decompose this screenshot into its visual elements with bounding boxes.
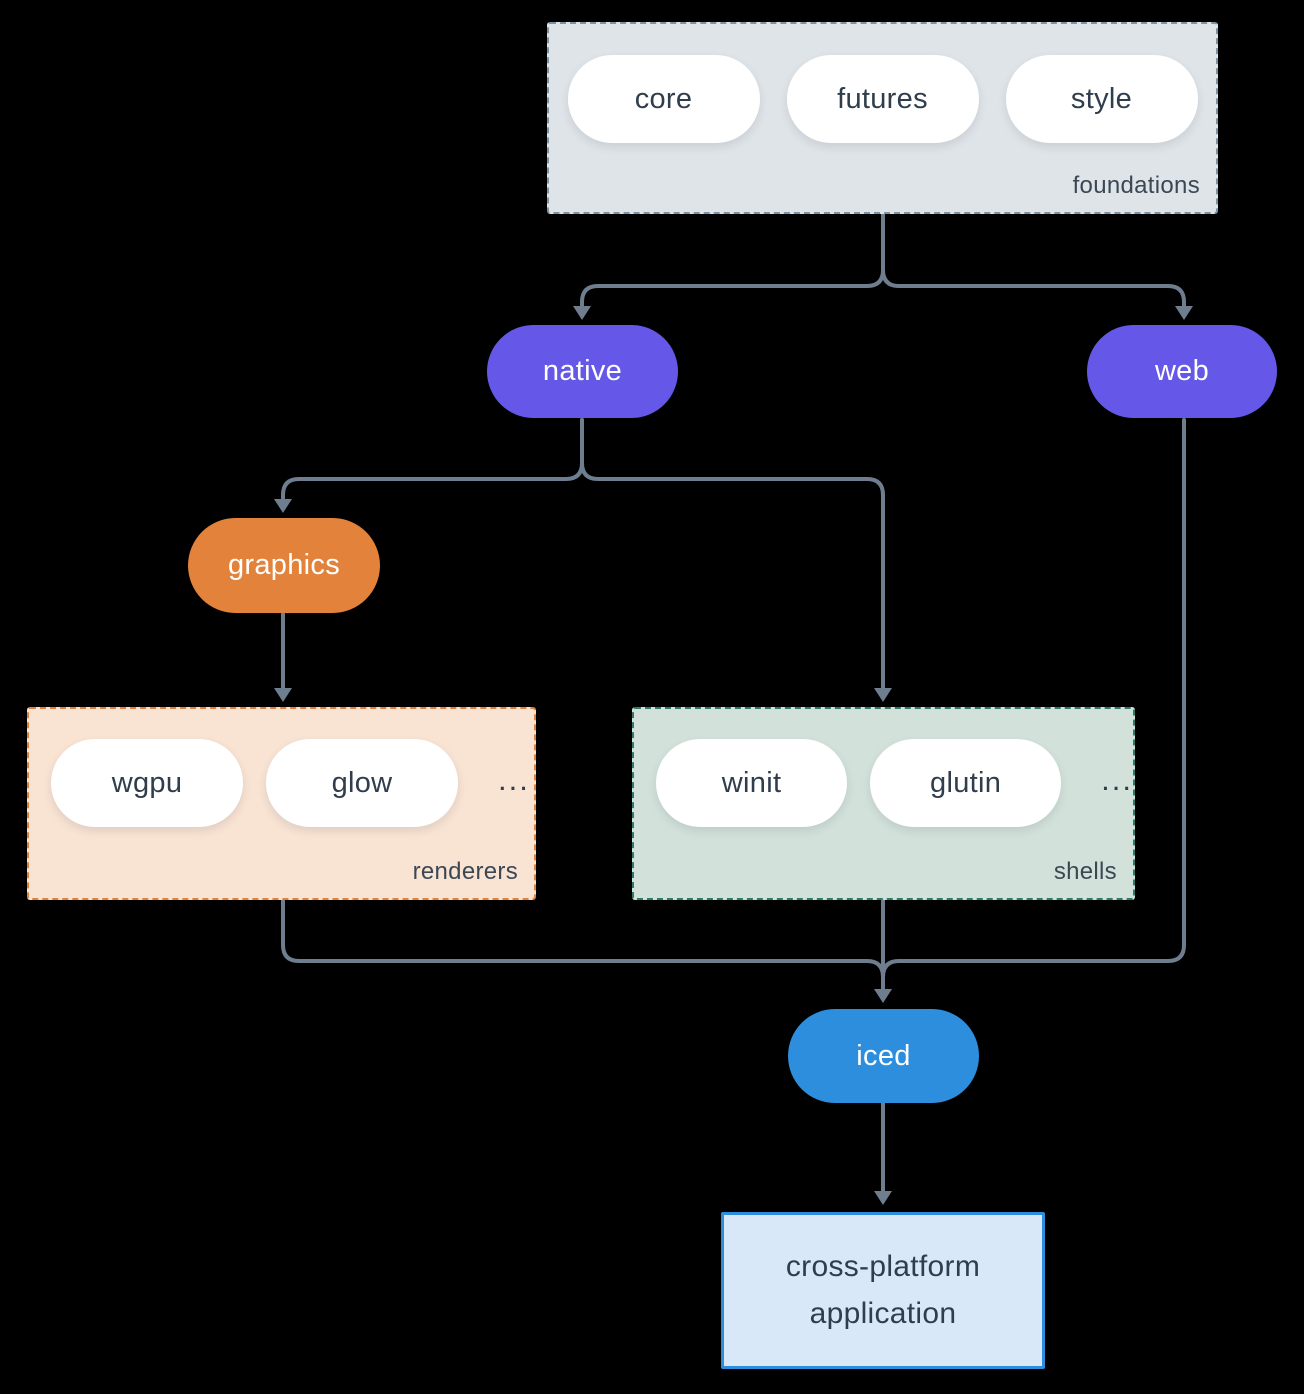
node-iced: iced (788, 1009, 979, 1103)
node-winit: winit (656, 739, 848, 827)
node-cross-platform-application: cross-platform application (721, 1212, 1045, 1369)
edge-foundations-native (580, 212, 885, 308)
node-wgpu: wgpu (51, 739, 243, 827)
edge-web-iced (881, 418, 1186, 990)
group-foundations: core futures style foundations (547, 22, 1218, 214)
node-graphics: graphics (188, 518, 380, 613)
group-renderers: wgpu glow ... renderers (27, 707, 536, 900)
edge-native-shells (580, 418, 885, 690)
node-native: native (487, 325, 678, 418)
renderers-pill-row: wgpu glow ... (29, 709, 534, 827)
edge-native-graphics (281, 418, 584, 501)
renderers-label: renderers (412, 858, 518, 885)
shells-label: shells (1053, 858, 1117, 885)
group-shells: winit glutin ... shells (632, 707, 1135, 900)
renderers-ellipsis: ... (498, 762, 530, 797)
foundations-pill-row: core futures style (549, 24, 1216, 143)
arrowhead-shells (874, 688, 892, 702)
edge-renderers-iced (281, 899, 885, 990)
arrowhead-native (573, 306, 591, 320)
edge-foundations-web (881, 212, 1186, 308)
app-label-line2: application (809, 1296, 957, 1330)
node-web: web (1087, 325, 1277, 418)
arrowhead-graphics (274, 499, 292, 513)
node-style: style (1005, 55, 1198, 143)
node-futures: futures (786, 55, 979, 143)
node-core: core (567, 55, 760, 143)
shells-pill-row: winit glutin ... (634, 709, 1133, 827)
arrowhead-iced (874, 989, 892, 1003)
arrowhead-app (874, 1191, 892, 1205)
node-glutin: glutin (870, 739, 1062, 827)
shells-ellipsis: ... (1101, 762, 1133, 797)
arrowhead-web (1175, 306, 1193, 320)
app-label-line1: cross-platform (785, 1250, 981, 1283)
arrowhead-renderers (274, 688, 292, 702)
foundations-label: foundations (1072, 172, 1200, 199)
node-glow: glow (266, 739, 458, 827)
